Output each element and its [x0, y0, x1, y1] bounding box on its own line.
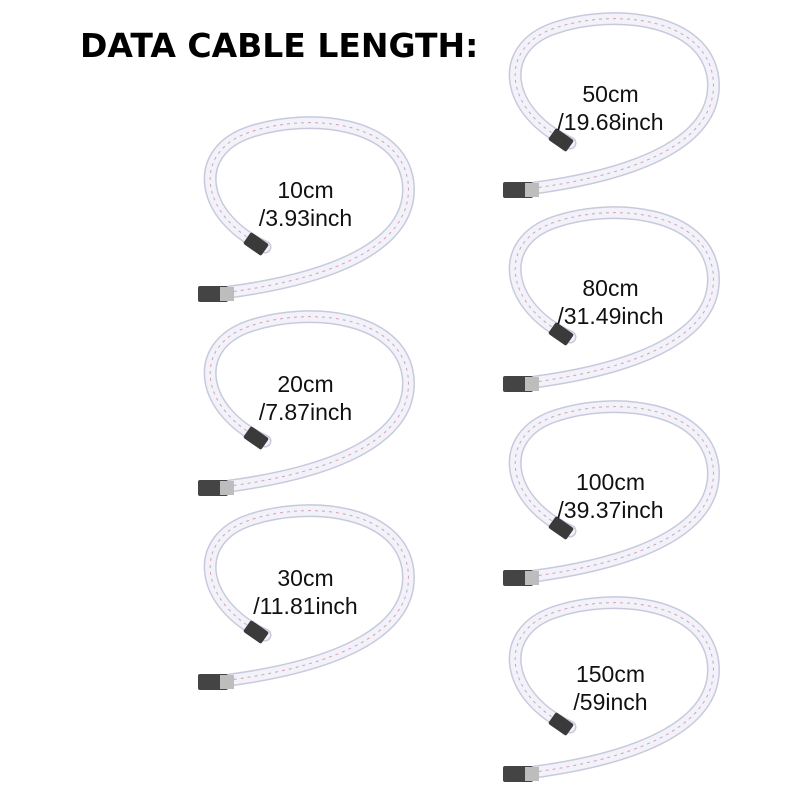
- length-inch: /11.81inch: [253, 593, 358, 619]
- length-cm: 10cm: [277, 177, 334, 203]
- cable-30cm: 30cm /11.81inch: [190, 500, 420, 700]
- ribbon-cable-illustration: [503, 12, 720, 198]
- cable-length-label: 80cm /31.49inch: [543, 274, 678, 330]
- connector-top: [548, 128, 574, 152]
- cable-length-label: 20cm /7.87inch: [238, 370, 373, 426]
- length-cm: 30cm: [277, 565, 334, 591]
- cable-10cm: 10cm /3.93inch: [190, 112, 420, 312]
- length-cm: 80cm: [582, 275, 639, 301]
- connector-top: [548, 516, 574, 540]
- cable-length-label: 30cm /11.81inch: [238, 564, 373, 620]
- ribbon-cable-illustration: [198, 504, 415, 690]
- connector-top: [243, 426, 269, 450]
- cable-100cm: 100cm /39.37inch: [495, 396, 725, 596]
- cable-length-label: 50cm /19.68inch: [543, 80, 678, 136]
- connector-top: [243, 232, 269, 256]
- connector-top: [243, 620, 269, 644]
- ribbon-cable-illustration: [503, 206, 720, 392]
- length-inch: /3.93inch: [258, 205, 353, 231]
- connector-top: [548, 322, 574, 346]
- length-inch: /31.49inch: [557, 303, 664, 329]
- length-inch: /7.87inch: [258, 399, 353, 425]
- length-inch: /39.37inch: [557, 497, 664, 523]
- connector-top: [548, 712, 574, 736]
- ribbon-cable-illustration: [198, 310, 415, 496]
- length-inch: /59inch: [573, 689, 648, 715]
- cable-20cm: 20cm /7.87inch: [190, 306, 420, 506]
- page-title: DATA CABLE LENGTH:: [80, 26, 479, 65]
- ribbon-cable-illustration: [198, 116, 415, 302]
- length-cm: 150cm: [575, 661, 646, 687]
- cable-length-label: 150cm /59inch: [543, 660, 678, 716]
- cable-length-label: 10cm /3.93inch: [238, 176, 373, 232]
- length-cm: 50cm: [582, 81, 639, 107]
- cable-length-label: 100cm /39.37inch: [543, 468, 678, 524]
- length-inch: /19.68inch: [557, 109, 664, 135]
- length-cm: 100cm: [575, 469, 646, 495]
- ribbon-cable-illustration: [503, 400, 720, 586]
- cable-50cm: 50cm /19.68inch: [495, 8, 725, 208]
- ribbon-cable-illustration: [503, 596, 720, 782]
- cable-150cm: 150cm /59inch: [495, 592, 725, 792]
- length-cm: 20cm: [277, 371, 334, 397]
- cable-80cm: 80cm /31.49inch: [495, 202, 725, 402]
